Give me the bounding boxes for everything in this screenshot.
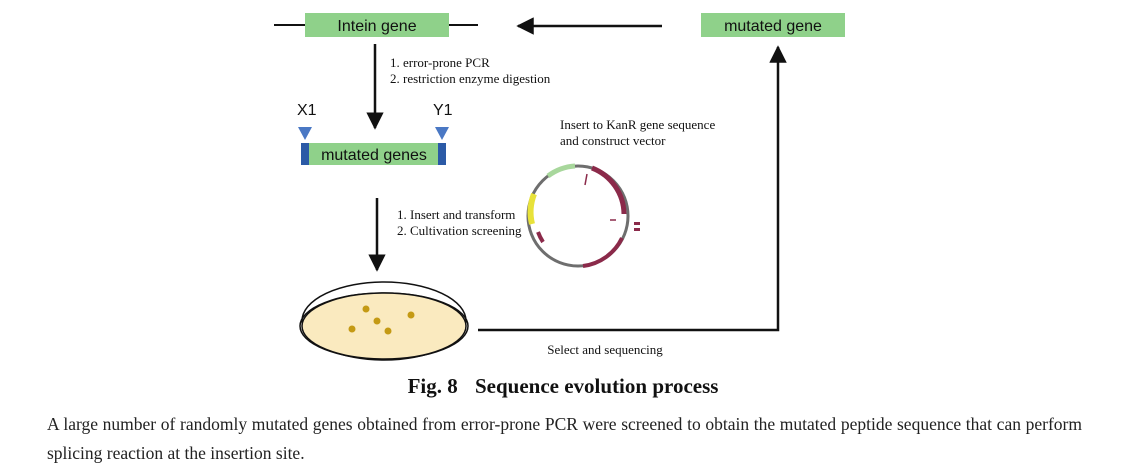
pcr-step-2: 2. restriction enzyme digestion: [390, 71, 551, 86]
figure-caption-text: A large number of randomly mutated genes…: [47, 414, 1082, 463]
intein-gene-node: Intein gene: [274, 13, 478, 37]
intein-gene-label: Intein gene: [337, 18, 416, 35]
colony: [373, 317, 381, 325]
sequence-evolution-diagram: Intein gene mutated gene 1. error-prone …: [274, 13, 845, 361]
mutated-gene-label: mutated gene: [724, 18, 822, 35]
colony: [348, 325, 356, 333]
pcr-step-1: 1. error-prone PCR: [390, 55, 490, 70]
left-site-label: X1: [297, 102, 317, 119]
mutated-genes-label: mutated genes: [321, 147, 427, 164]
figure-caption-title: Fig. 8 Sequence evolution process: [0, 374, 1126, 399]
right-site-label: Y1: [433, 102, 453, 119]
plasmid-vector-map: [526, 163, 640, 268]
vector-line-2: and construct vector: [560, 133, 666, 148]
petri-dish: [299, 281, 469, 361]
transform-step-2: 2. Cultivation screening: [397, 223, 522, 238]
select-arrow: [478, 45, 787, 332]
mutated-gene-node: mutated gene: [701, 13, 845, 37]
figure-title: Sequence evolution process: [474, 374, 719, 398]
colony: [384, 327, 392, 335]
transform-step-1: 1. Insert and transform: [397, 207, 515, 222]
colony: [407, 311, 415, 319]
left-site-marker: [298, 127, 312, 140]
mutated-genes-node: mutated genes: [301, 143, 446, 165]
colony: [362, 305, 370, 313]
select-label: Select and sequencing: [547, 342, 663, 357]
vector-line-1: Insert to KanR gene sequence: [560, 117, 715, 132]
figure-label: Fig. 8: [407, 374, 458, 398]
right-site-marker: [435, 127, 449, 140]
